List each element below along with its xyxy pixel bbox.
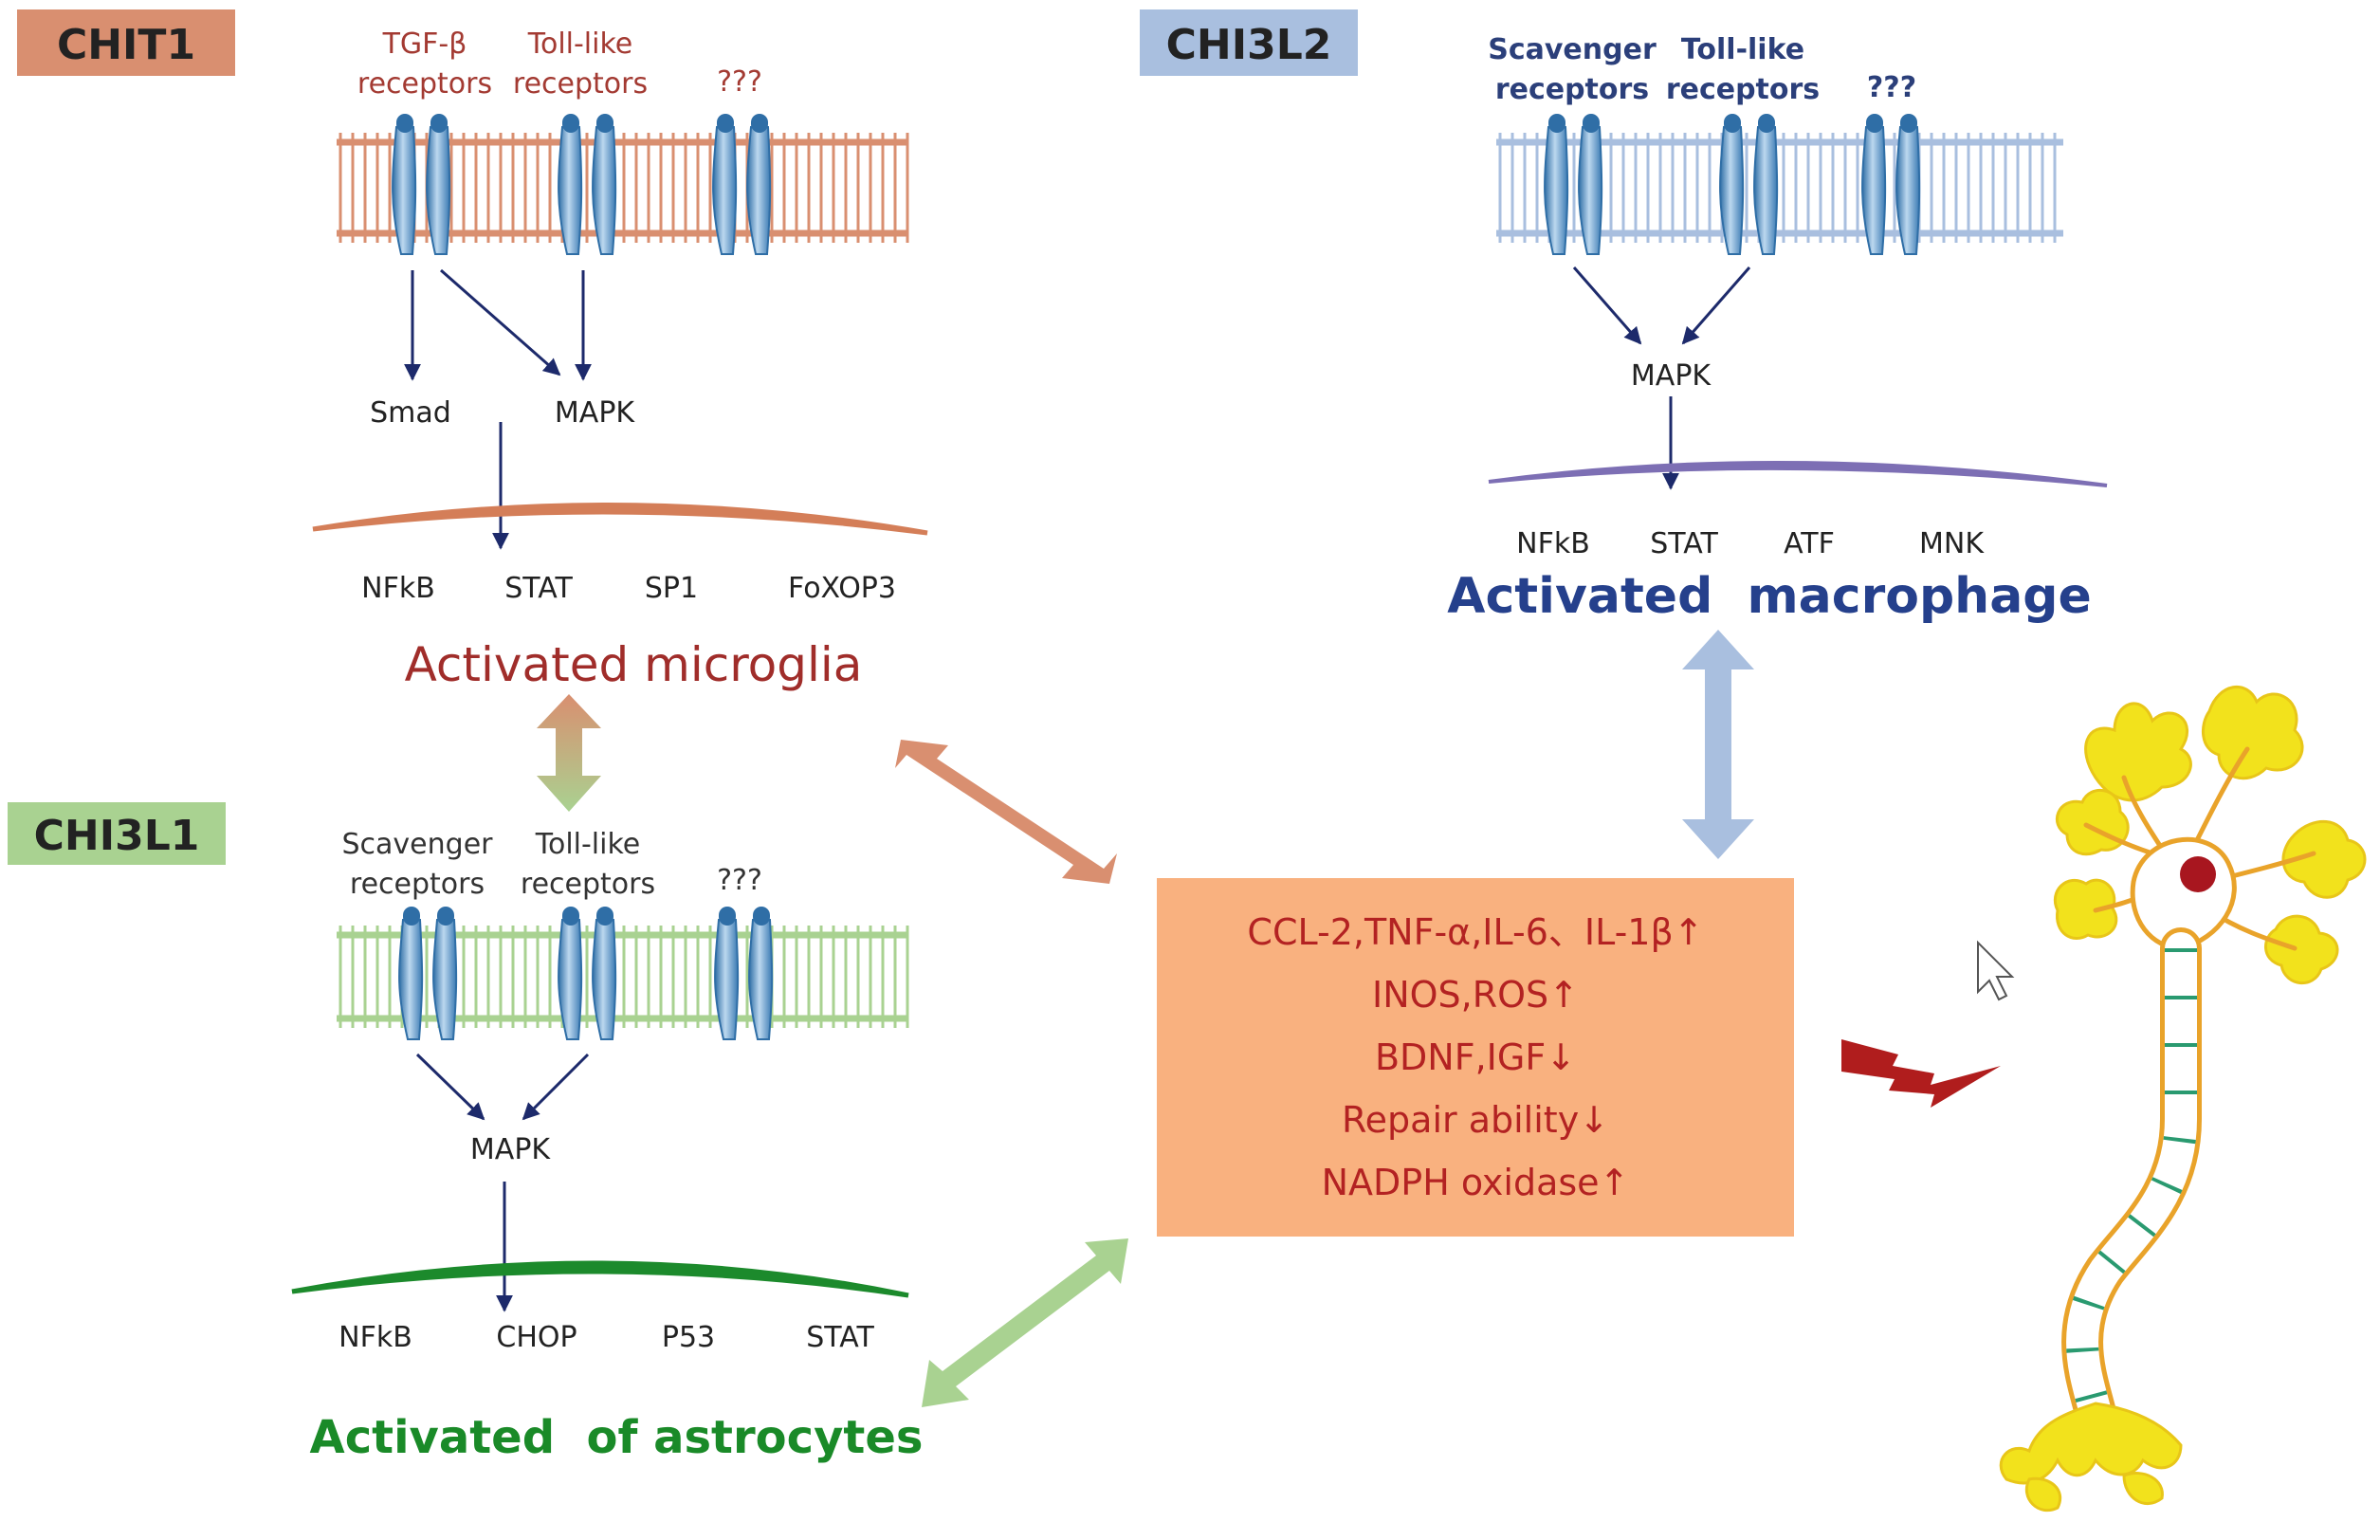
chi3l1-receptor-1-line2: receptors — [350, 868, 485, 901]
chi3l1-mapk: MAPK — [470, 1133, 551, 1166]
chi3l2-receptor-2-line1: Toll-like — [1681, 33, 1804, 66]
effects-box: CCL-2,TNF-α,IL-6、IL-1β↑ INOS,ROS↑ BDNF,I… — [1157, 878, 1794, 1237]
chi3l1-receptor-2-line2: receptors — [521, 868, 655, 901]
chit1-receptor-1-line1: TGF-β — [382, 28, 467, 61]
chi3l1-tag-box — [8, 802, 226, 865]
chi3l1-tag: CHI3L1 — [34, 812, 200, 860]
chi3l2-receptor-3-icon — [1861, 114, 1921, 255]
effect-line-4: Repair ability↓ — [1342, 1099, 1609, 1141]
chi3l2-factor-mnk: MNK — [1919, 527, 1985, 560]
chit1-receptor-3-line1: ??? — [717, 65, 762, 99]
microglia-effects-double-arrow — [895, 740, 1117, 884]
chi3l2-factor-stat: STAT — [1650, 527, 1718, 560]
chi3l2-receptor-1-line1: Scavenger — [1488, 33, 1657, 66]
chi3l1-receptor-1-line1: Scavenger — [342, 828, 494, 861]
chi3l1-nuclear-membrane — [291, 1260, 909, 1298]
chi3l1-membrane — [337, 907, 909, 1040]
neuron-nucleus — [2180, 856, 2216, 892]
chit1-receptor-2-line2: receptors — [513, 67, 648, 101]
chi3l1-receptor-2-line1: Toll-like — [535, 828, 641, 861]
chit1-tag: CHIT1 — [57, 21, 195, 69]
astrocyte-effects-double-arrow — [922, 1238, 1128, 1407]
chit1-receptor-1-icon — [392, 114, 451, 255]
chit1-arrow-tgf-mapk — [440, 268, 561, 376]
chit1-factor-sp1: SP1 — [645, 572, 698, 605]
chi3l1-factor-stat: STAT — [806, 1321, 874, 1354]
chi3l1-receptor-1-icon — [398, 907, 458, 1040]
chit1-mapk: MAPK — [555, 396, 635, 430]
chit1-receptor-1-line2: receptors — [357, 67, 492, 101]
effect-line-2: INOS,ROS↑ — [1372, 974, 1579, 1016]
chi3l2-nuclear-membrane — [1488, 460, 2108, 487]
chi3l2-tag-box — [1140, 9, 1358, 76]
chi3l2-receptor-2-icon — [1719, 114, 1779, 255]
effect-line-1: CCL-2,TNF-α,IL-6、IL-1β↑ — [1247, 911, 1703, 953]
chi3l1-factor-chop: CHOP — [496, 1321, 577, 1354]
chi3l1-cell-label: Activated of astrocytes — [310, 1411, 924, 1464]
chi3l1-receptor-2-icon — [558, 907, 617, 1040]
chi3l2-receptor-1-line2: receptors — [1495, 73, 1649, 106]
chi3l2-membrane — [1496, 114, 2063, 255]
effects-box-bg — [1157, 878, 1794, 1237]
chi3l1-factor-nfkb: NFkB — [339, 1321, 412, 1354]
effect-line-5: NADPH oxidase↑ — [1322, 1162, 1630, 1203]
chi3l1-membrane-lipid-tails — [339, 926, 909, 1028]
chit1-cell-label: Activated microglia — [405, 637, 863, 692]
connector-arrows — [537, 630, 1754, 1407]
chit1-smad: Smad — [370, 396, 451, 430]
chi3l2-receptor-2-line2: receptors — [1666, 73, 1820, 106]
chi3l2-tag: CHI3L2 — [1166, 21, 1332, 69]
mouse-cursor-icon — [1977, 940, 2015, 1001]
chi3l2-factor-nfkb: NFkB — [1516, 527, 1590, 560]
chit1-receptor-2-line1: Toll-like — [527, 28, 633, 61]
lightning-bolt-icon — [1841, 1039, 2001, 1108]
effect-line-3: BDNF,IGF↓ — [1375, 1036, 1576, 1078]
chi3l2-cell-label: Activated macrophage — [1447, 568, 2092, 625]
chit1-membrane-lipid-tails — [339, 133, 909, 243]
chit1-receptor-2-icon — [558, 114, 617, 255]
chit1-factor-foxop3: FoXOP3 — [788, 572, 896, 605]
microglia-astrocyte-double-arrow — [537, 694, 601, 812]
chi3l2-receptor-3-line1: ??? — [1867, 71, 1916, 104]
chi3l1-arrow-toll-mapk — [522, 1053, 590, 1121]
chi3l2-receptor-1-icon — [1544, 114, 1603, 255]
macrophage-effects-double-arrow — [1682, 630, 1754, 859]
neuron-illustration — [1999, 686, 2367, 1512]
chit1-receptor-3-icon — [712, 114, 772, 255]
neuron-axon-terminals — [1999, 1402, 2183, 1512]
chi3l1-receptor-3-line1: ??? — [717, 864, 762, 897]
chit1-factor-stat: STAT — [504, 572, 573, 605]
chi3l2-arrow-toll-mapk — [1681, 266, 1751, 345]
chit1-nuclear-membrane — [312, 503, 928, 536]
chi3l2-factor-atf: ATF — [1784, 527, 1835, 560]
chit1-panel: CHIT1 TGF-β receptors Toll-like receptor… — [17, 9, 928, 692]
chit1-tag-box — [17, 9, 235, 76]
neuron-dendrites — [2053, 686, 2367, 985]
neuron-axon-inner — [2066, 932, 2197, 1429]
chi3l1-panel: CHI3L1 Scavenger receptors Toll-like rec… — [8, 802, 923, 1464]
chi3l1-factor-p53: P53 — [662, 1321, 715, 1354]
chi3l2-panel: CHI3L2 Scavenger receptors Toll-like rec… — [1140, 9, 2108, 625]
chi3l1-arrow-scavenger-mapk — [415, 1053, 485, 1121]
chit1-factor-nfkb: NFkB — [361, 572, 435, 605]
chi3l2-arrow-scavenger-mapk — [1572, 266, 1642, 345]
chi3l1-receptor-3-icon — [714, 907, 774, 1040]
chi3l2-mapk: MAPK — [1631, 359, 1712, 393]
chit1-membrane — [337, 114, 909, 255]
